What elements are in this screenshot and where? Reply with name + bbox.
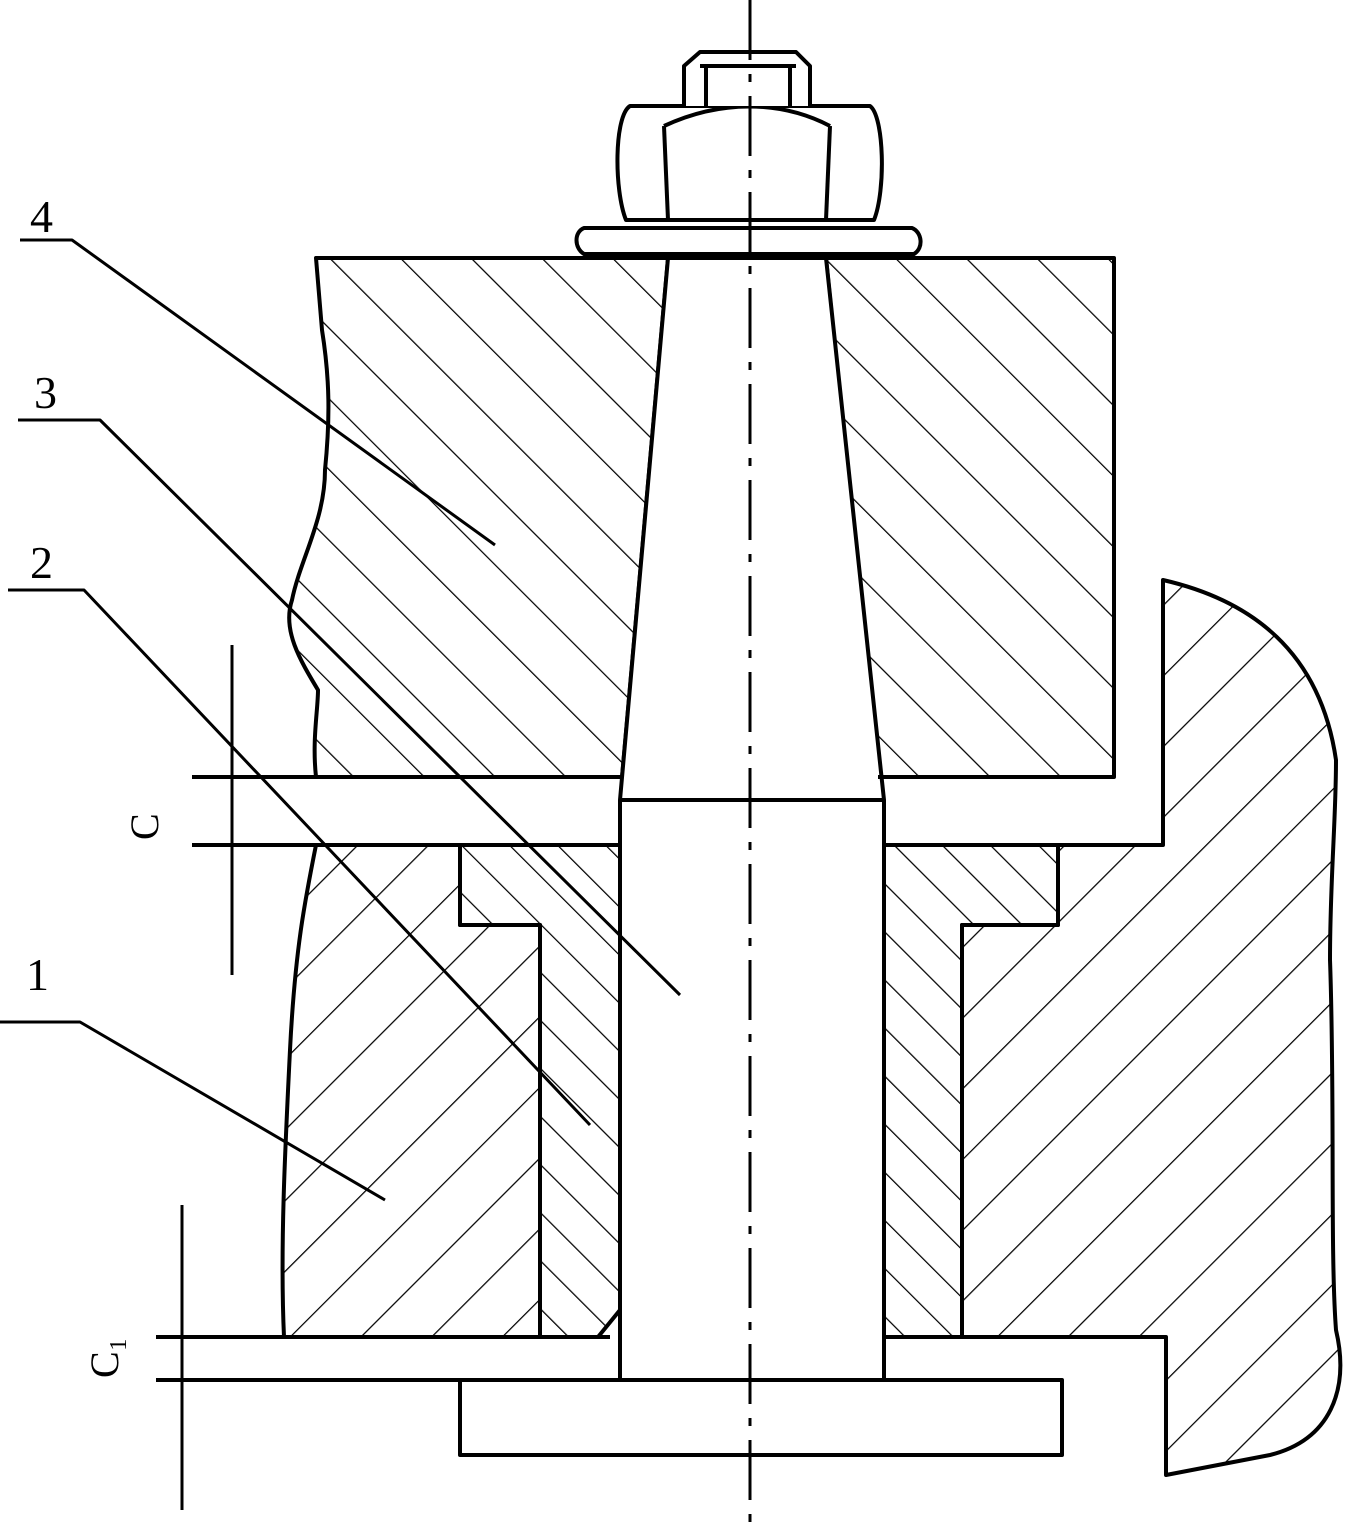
part-4-left-section [287, 256, 670, 779]
label-part-2: 2 [30, 537, 53, 588]
label-part-1: 1 [26, 949, 49, 1000]
part-3-pin-body [618, 256, 886, 1382]
label-part-4: 4 [30, 191, 53, 242]
leader-3 [18, 418, 682, 997]
label-part-3: 3 [34, 367, 57, 418]
hex-nut-edge-left [662, 125, 670, 221]
hex-nut [615, 104, 884, 222]
leader-2 [8, 588, 592, 1127]
label-clearance-c1: C₁ [82, 1337, 127, 1378]
part-1-left-section [280, 843, 542, 1339]
leader-4 [20, 238, 496, 547]
pin-head-plate [458, 1378, 1064, 1457]
label-clearance-c: C [122, 813, 167, 840]
part-1-right-section [960, 578, 1343, 1477]
leader-1 [0, 1020, 386, 1202]
hex-nut-edge-right [824, 125, 832, 221]
